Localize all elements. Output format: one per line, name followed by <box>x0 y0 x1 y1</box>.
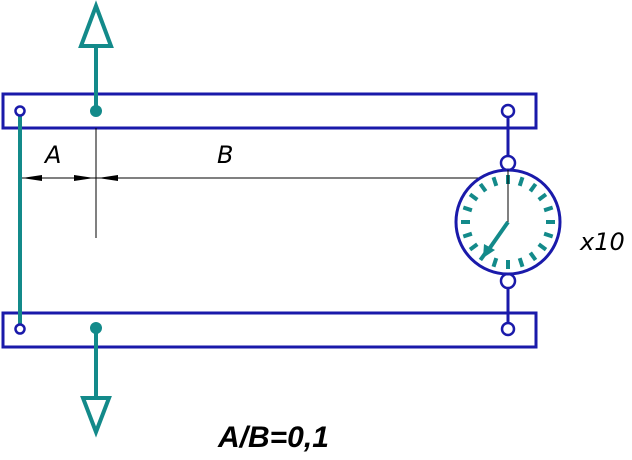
ratio-formula: A/B=0,1 <box>217 421 329 454</box>
gauge-tick <box>517 176 525 187</box>
dial-gauge-icon <box>454 103 562 337</box>
gauge-tick <box>468 242 479 252</box>
gauge-tick <box>462 205 473 213</box>
gauge-tick <box>528 251 538 262</box>
gauge-tick <box>478 182 488 193</box>
gauge-tick <box>468 192 479 202</box>
arrow-up-icon <box>78 0 114 117</box>
gauge-tick <box>543 231 554 239</box>
gauge-tick <box>528 182 538 193</box>
lower-bar <box>1 311 538 349</box>
gauge-tick <box>517 257 525 268</box>
dimension-b-label: B <box>217 141 233 169</box>
multiplier-label: x10 <box>579 228 625 256</box>
gauge-tick <box>537 242 548 252</box>
dimension-lines <box>22 128 506 238</box>
gauge-tick <box>462 231 473 239</box>
upper-bar <box>1 92 538 130</box>
dimension-a-label: A <box>43 141 61 169</box>
gauge-tick <box>543 205 554 213</box>
gauge-tick <box>491 176 499 187</box>
left-link <box>14 105 26 335</box>
gauge-tick <box>491 257 499 268</box>
arrow-down-icon <box>80 322 112 438</box>
gauge-tick <box>537 192 548 202</box>
